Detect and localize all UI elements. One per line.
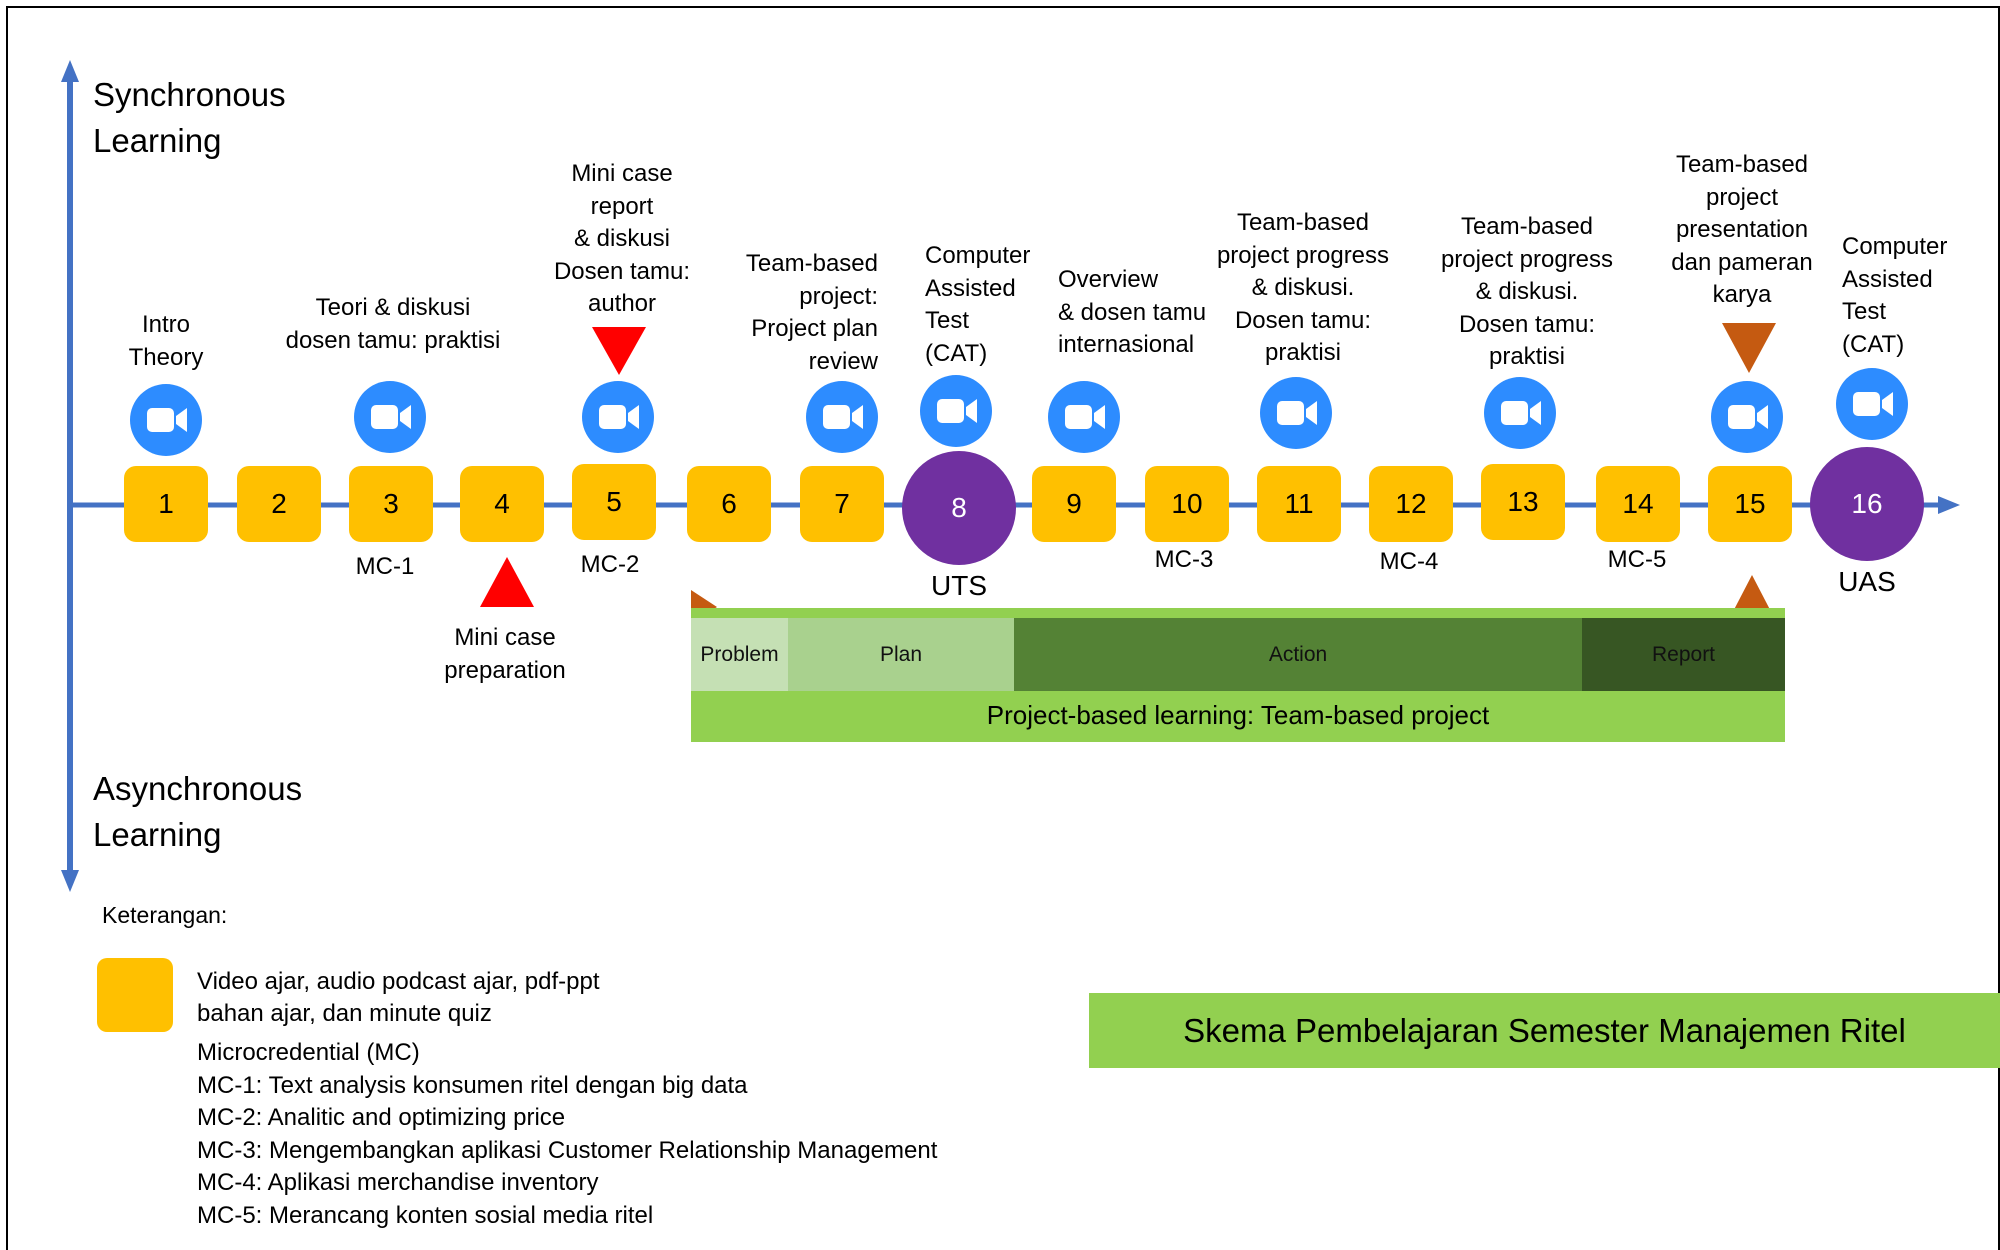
week-box-3: 3: [349, 466, 433, 542]
arrow-down-icon: [61, 870, 79, 892]
uts-circle: 8: [902, 451, 1016, 565]
zoom-video-icon: [1260, 377, 1332, 449]
activity-label-week-7: Team-based project: Project plan review: [745, 250, 878, 375]
week-box-12: 12: [1369, 466, 1453, 542]
zoom-video-icon: [1711, 381, 1783, 453]
legend-mc-heading: Microcredential (MC): [197, 1039, 420, 1066]
legend-mc-item: MC-5: Merancang konten sosial media rite…: [197, 1202, 654, 1229]
title-banner: Skema Pembelajaran Semester Manajemen Ri…: [1089, 993, 2000, 1068]
phase-report: Report: [1582, 618, 1785, 691]
week-box-6: 6: [687, 466, 771, 542]
zoom-video-icon: [806, 381, 878, 453]
legend-mc-item: MC-1: Text analysis konsumen ritel denga…: [197, 1072, 748, 1099]
week-box-15: 15: [1708, 466, 1792, 542]
legend-mc-item: MC-2: Analitic and optimizing price: [197, 1104, 566, 1131]
legend-mc-item: MC-4: Aplikasi merchandise inventory: [197, 1169, 599, 1196]
activity-label-week-8: Computer Assisted Test (CAT): [925, 242, 1031, 367]
mini-case-preparation-label: Mini case preparation: [444, 624, 566, 684]
phase-plan: Plan: [788, 618, 1014, 691]
week-box-9: 9: [1032, 466, 1116, 542]
legend-box-text-1: Video ajar, audio podcast ajar, pdf-ppt: [197, 968, 600, 995]
activity-label-week-16: Computer Assisted Test (CAT): [1842, 233, 1948, 358]
activity-label-week-13: Team-based project progress & diskusi. D…: [1440, 213, 1614, 370]
mc-label-4: MC-4: [1379, 548, 1439, 575]
project-title: Project-based learning: Team-based proje…: [986, 700, 1490, 730]
week-box-7: 7: [800, 466, 884, 542]
legend-mc-item: MC-3: Mengembangkan aplikasi Customer Re…: [197, 1137, 938, 1164]
week-box-13: 13: [1481, 464, 1565, 540]
arrow-up-icon: [61, 60, 79, 82]
phase-action: Action: [1014, 618, 1582, 691]
week-box-5: 5: [572, 464, 656, 540]
uas-label: UAS: [1838, 566, 1896, 597]
activity-label-week-11: Team-based project progress & diskusi. D…: [1216, 209, 1390, 366]
synchronous-label: Synchronous Learning: [93, 76, 286, 159]
week-box-4: 4: [460, 466, 544, 542]
uas-circle: 16: [1810, 447, 1924, 561]
week-box-14: 14: [1596, 466, 1680, 542]
legend-week-box: [97, 958, 173, 1032]
arrow-right-icon: [1938, 496, 1960, 514]
mc-label-1: MC-1: [355, 553, 415, 580]
week-box-2: 2: [237, 466, 321, 542]
mc-label-5: MC-5: [1607, 546, 1667, 573]
mc-label-2: MC-2: [580, 551, 640, 578]
diagram-frame: [6, 6, 2000, 1250]
week-box-11: 11: [1257, 466, 1341, 542]
zoom-video-icon: [920, 375, 992, 447]
legend-box-text-2: bahan ajar, dan minute quiz: [197, 1000, 492, 1027]
triangle-marker-icon: [1722, 323, 1776, 373]
zoom-video-icon: [354, 381, 426, 453]
activity-label-week-9: Overview & dosen tamu internasional: [1058, 266, 1207, 358]
zoom-video-icon: [1484, 377, 1556, 449]
legend-heading: Keterangan:: [102, 902, 228, 928]
zoom-video-icon: [1048, 381, 1120, 453]
activity-label-week-15: Team-based project presentation dan pame…: [1671, 151, 1813, 308]
zoom-video-icon: [582, 381, 654, 453]
uts-label: UTS: [931, 570, 987, 601]
triangle-marker-icon: [592, 327, 646, 375]
phase-problem: Problem: [691, 618, 788, 691]
week-box-1: 1: [124, 466, 208, 542]
asynchronous-label: Asynchronous Learning: [93, 770, 303, 853]
triangle-marker-icon: [480, 557, 534, 607]
zoom-video-icon: [1836, 368, 1908, 440]
mc-label-3: MC-3: [1154, 546, 1214, 573]
week-box-10: 10: [1145, 466, 1229, 542]
activity-label-week-3: Teori & diskusi dosen tamu: praktisi: [285, 294, 501, 354]
zoom-video-icon: [130, 384, 202, 456]
activity-label-week-5: Mini case report & diskusi Dosen tamu: a…: [553, 160, 691, 317]
activity-label-week-1: Intro Theory: [128, 311, 204, 371]
